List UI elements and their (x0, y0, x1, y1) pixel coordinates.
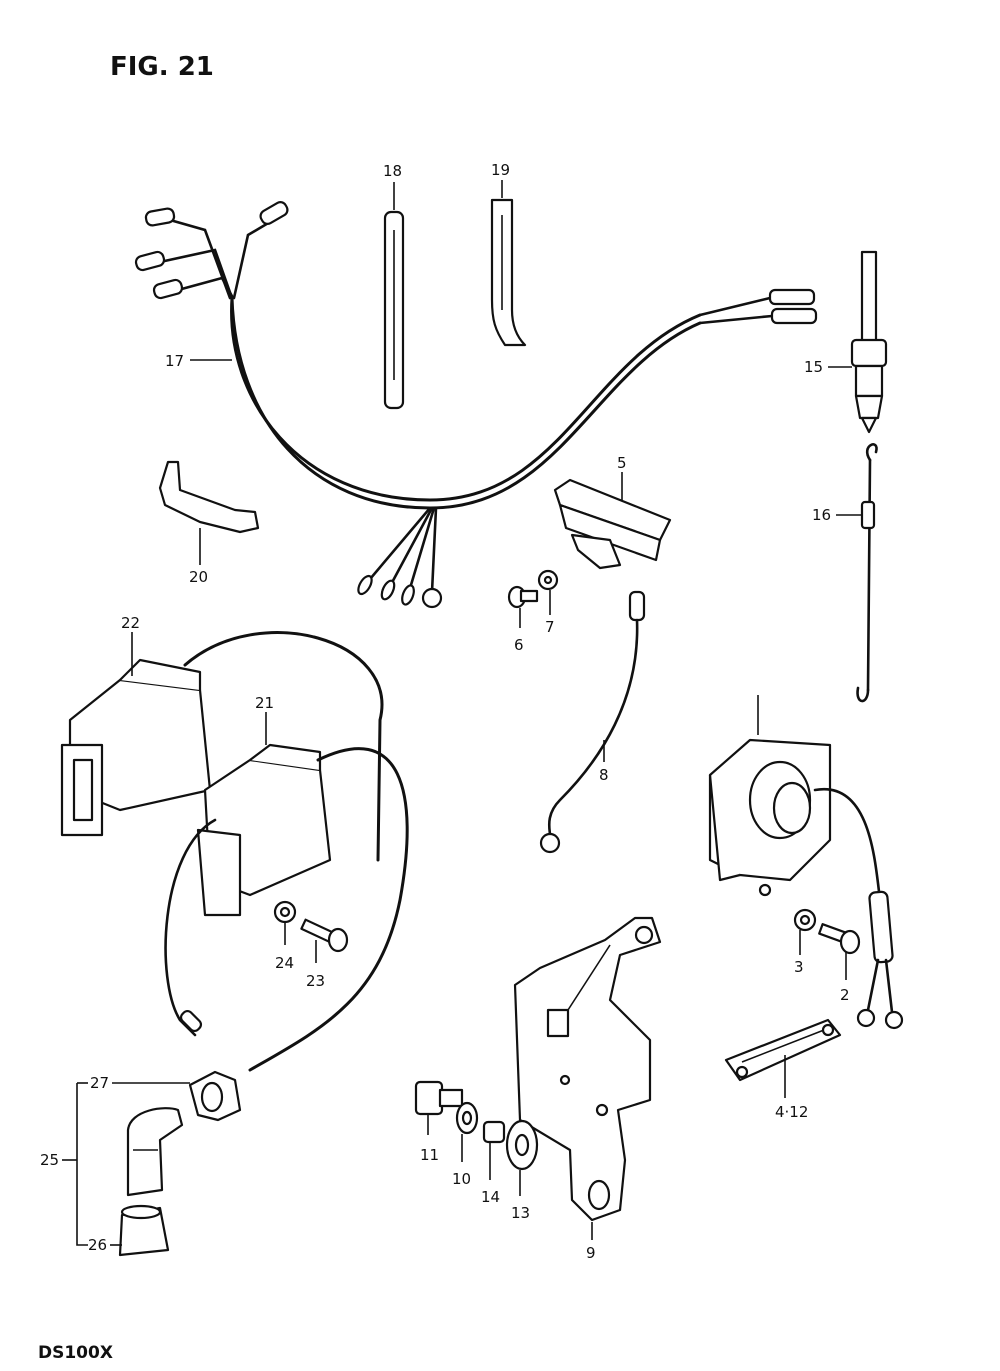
callout-13: 13 (511, 1204, 530, 1222)
part-3-washer (793, 908, 817, 932)
part-9-bracket (513, 916, 662, 1222)
callout-5: 5 (617, 454, 627, 472)
callout-3: 3 (794, 958, 804, 976)
callout-27: 27 (90, 1074, 109, 1092)
callout-4-12: 4·12 (775, 1103, 808, 1121)
callout-20: 20 (189, 568, 208, 586)
part-10-washer (455, 1101, 479, 1135)
part-23-screw (300, 918, 349, 953)
callout-7: 7 (545, 618, 555, 636)
callout-21: 21 (255, 694, 274, 712)
figure-title: FIG. 21 (110, 52, 214, 82)
part-4-12-clamp (724, 1018, 842, 1082)
callout-24: 24 (275, 954, 294, 972)
callout-6: 6 (514, 636, 524, 654)
part-25-plug-cap (126, 1107, 184, 1197)
callout-2: 2 (840, 986, 850, 1004)
callout-14: 14 (481, 1188, 500, 1206)
callout-9: 9 (586, 1244, 596, 1262)
part-20-bracket (158, 460, 260, 534)
callout-18: 18 (383, 162, 402, 180)
callout-25: 25 (40, 1151, 59, 1169)
part-22-coil (60, 631, 384, 862)
callout-15: 15 (804, 358, 823, 376)
part-16-spring (856, 443, 878, 703)
callout-11: 11 (420, 1146, 439, 1164)
callout-10: 10 (452, 1170, 471, 1188)
callout-19: 19 (491, 161, 510, 179)
wiring-harness (134, 201, 818, 609)
part-19-clamp (490, 198, 527, 347)
part-11-bolt (414, 1080, 464, 1116)
callout-22: 22 (121, 614, 140, 632)
part-26-cover (118, 1204, 170, 1257)
part-6-screw (507, 585, 539, 609)
callout-23: 23 (306, 972, 325, 990)
part-15-switch (850, 250, 888, 434)
part-18-sleeve (383, 210, 405, 410)
group-bracket-25 (76, 1083, 88, 1246)
part-27-seal (188, 1070, 242, 1122)
model-code: DS100X (38, 1343, 113, 1363)
callout-26: 26 (88, 1236, 107, 1254)
part-24-washer (273, 900, 297, 924)
part-14-collar (482, 1120, 506, 1144)
part-2-screw (818, 923, 861, 955)
part-5-connector (553, 478, 672, 570)
callout-17: 17 (165, 352, 184, 370)
callout-16: 16 (812, 506, 831, 524)
part-8-lead (539, 590, 646, 854)
callout-8: 8 (599, 766, 609, 784)
regulator-assembly (708, 695, 904, 1030)
part-13-grommet (505, 1119, 539, 1171)
part-7-washer (537, 569, 559, 591)
part-21-coil (164, 743, 409, 1072)
